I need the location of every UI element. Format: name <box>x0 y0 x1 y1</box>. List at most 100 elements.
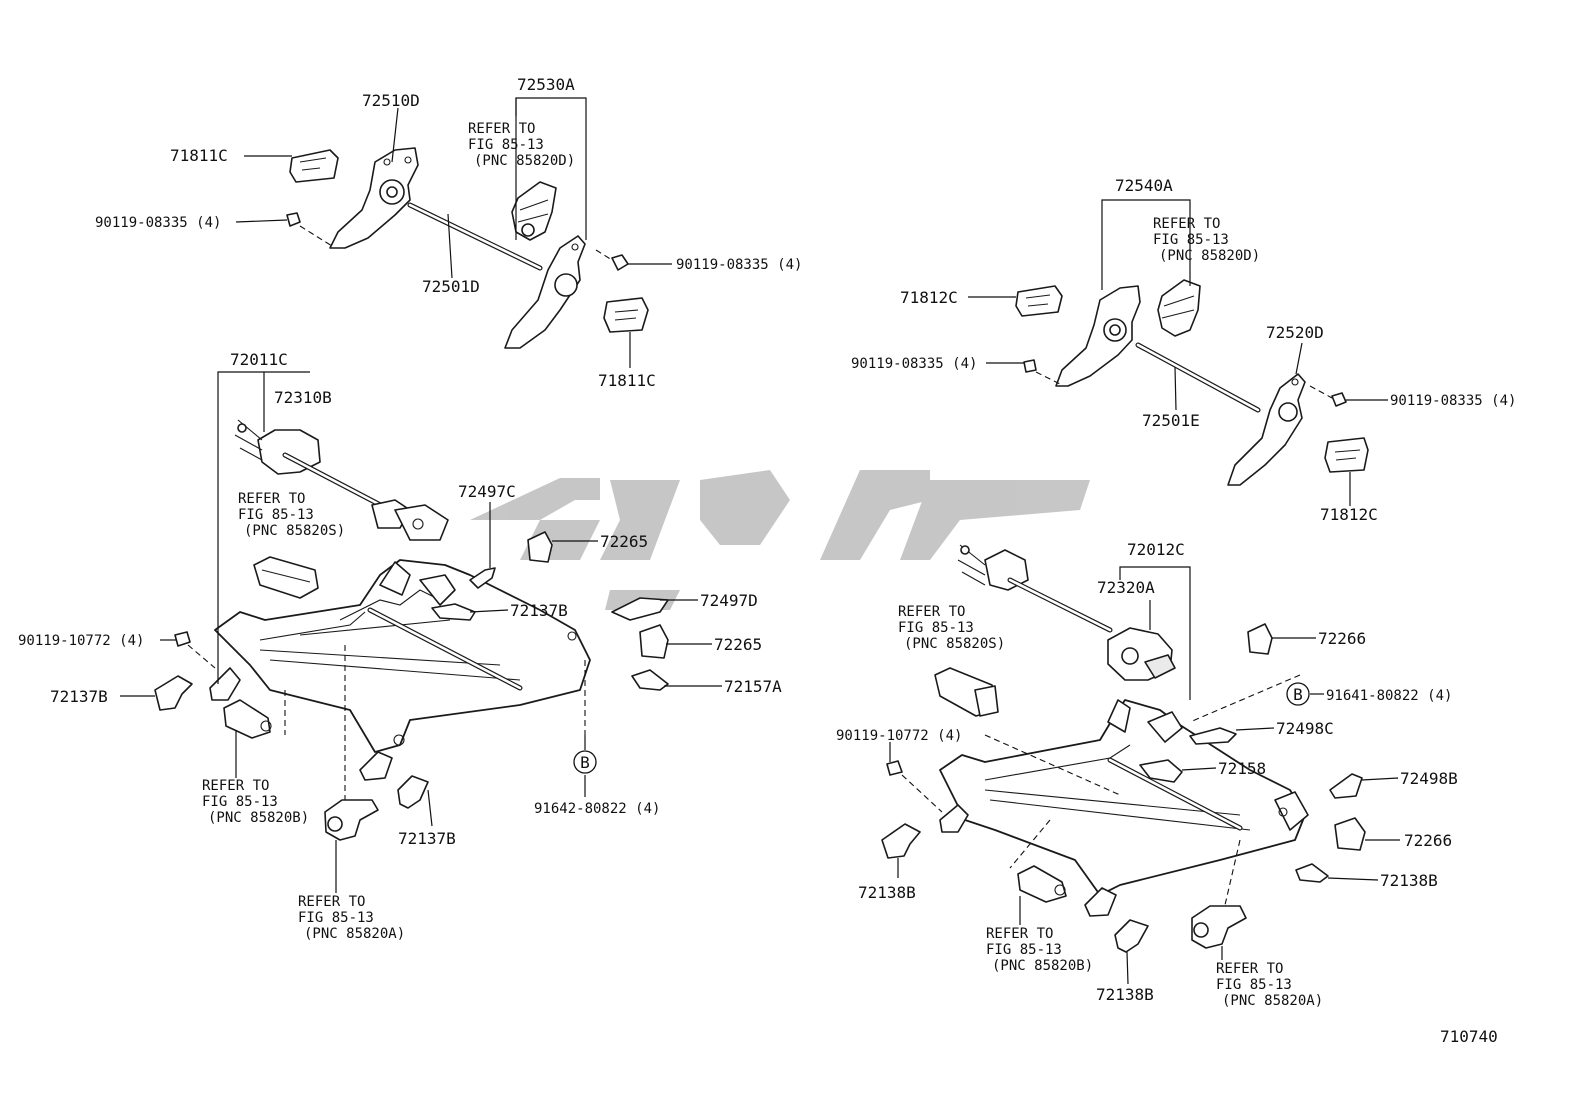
label-90119-08335-b: 90119-08335 (4) <box>676 257 802 273</box>
label-72510d: 72510D <box>362 91 420 110</box>
svg-text:FIG 85-13: FIG 85-13 <box>1216 977 1292 993</box>
bolt-90119-08335-c <box>1023 359 1037 373</box>
motor-85820b-left <box>223 699 271 739</box>
label-90119-08335-d: 90119-08335 (4) <box>1390 393 1516 409</box>
svg-text:FIG 85-13: FIG 85-13 <box>202 794 278 810</box>
label-91642-80822: 91642-80822 (4) <box>534 801 660 817</box>
cover-72138b-left <box>881 823 921 859</box>
clip-72265-lower <box>639 624 669 659</box>
label-71812c-b: 71812C <box>1320 505 1378 524</box>
refer-note-1: REFER TO FIG 85-13 (PNC 85820D) <box>468 121 575 169</box>
label-72158: 72158 <box>1218 759 1266 778</box>
label-72497d: 72497D <box>700 591 758 610</box>
svg-text:REFER TO: REFER TO <box>986 926 1053 942</box>
svg-text:FIG 85-13: FIG 85-13 <box>986 942 1062 958</box>
bolt-90119-10772-a <box>174 631 191 647</box>
clip-72265-upper <box>527 531 553 563</box>
cover-71811c-top <box>289 149 339 183</box>
svg-text:REFER TO: REFER TO <box>202 778 269 794</box>
lever-72497c <box>469 567 496 589</box>
clip-72266-lower <box>1334 817 1366 851</box>
marker-b-right: B <box>1286 682 1310 706</box>
label-71811c-a: 71811C <box>170 146 228 165</box>
motor-85820s <box>253 556 319 599</box>
svg-text:(PNC 85820A): (PNC 85820A) <box>1222 993 1323 1009</box>
svg-text:REFER TO: REFER TO <box>1153 216 1220 232</box>
label-71811c-b: 71811C <box>598 371 656 390</box>
label-72138b-c: 72138B <box>1096 985 1154 1004</box>
refer-note-2: REFER TO FIG 85-13 (PNC 85820S) <box>238 491 345 539</box>
refer-note-4: REFER TO FIG 85-13 (PNC 85820A) <box>298 894 405 942</box>
bracket-72530a <box>504 235 586 349</box>
top-left-recliner-assembly <box>286 147 649 349</box>
label-72530a: 72530A <box>517 75 575 94</box>
marker-b-left-label: B <box>580 753 590 772</box>
label-72265-a: 72265 <box>600 532 648 551</box>
label-90119-10772-a: 90119-10772 (4) <box>18 633 144 649</box>
top-right-recliner-assembly <box>1015 279 1369 486</box>
label-72540a: 72540A <box>1115 176 1173 195</box>
label-72266-a: 72266 <box>1318 629 1366 648</box>
cover-72138b-bottom <box>1114 919 1149 953</box>
refer-note-7: REFER TO FIG 85-13 (PNC 85820B) <box>986 926 1093 974</box>
marker-b-right-label: B <box>1293 685 1303 704</box>
svg-text:REFER TO: REFER TO <box>238 491 305 507</box>
bolt-90119-08335-b <box>611 254 629 271</box>
bracket-72510d <box>329 147 419 249</box>
label-72265-b: 72265 <box>714 635 762 654</box>
bracket-72520d <box>1227 373 1306 486</box>
left-seat-track-assembly <box>154 419 669 841</box>
lever-72138b-right <box>1295 863 1329 883</box>
svg-text:FIG 85-13: FIG 85-13 <box>238 507 314 523</box>
label-72138b-b: 72138B <box>858 883 916 902</box>
clip-72266-upper <box>1247 623 1273 655</box>
svg-text:(PNC 85820D): (PNC 85820D) <box>1159 248 1260 264</box>
label-72498c: 72498C <box>1276 719 1334 738</box>
svg-text:(PNC 85820A): (PNC 85820A) <box>304 926 405 942</box>
label-72501d: 72501D <box>422 277 480 296</box>
bracket-72540a <box>1055 285 1141 387</box>
svg-text:REFER TO: REFER TO <box>468 121 535 137</box>
label-72137b-c: 72137B <box>398 829 456 848</box>
label-72157a: 72157A <box>724 677 782 696</box>
refer-note-3: REFER TO FIG 85-13 (PNC 85820B) <box>202 778 309 826</box>
lever-72158 <box>1139 759 1183 783</box>
lever-72137b-mid <box>431 603 476 621</box>
label-90119-10772-b: 90119-10772 (4) <box>836 728 962 744</box>
lever-72498c <box>1189 727 1237 745</box>
watermark-logo <box>470 470 1090 610</box>
lever-72497d <box>611 597 669 621</box>
label-72011c: 72011C <box>230 350 288 369</box>
label-91641-80822: 91641-80822 (4) <box>1326 688 1452 704</box>
right-seat-track-assembly <box>881 544 1366 953</box>
cover-71812c-lower <box>1324 437 1369 473</box>
svg-text:FIG 85-13: FIG 85-13 <box>898 620 974 636</box>
recliner-motor-right <box>1157 279 1201 337</box>
svg-text:REFER TO: REFER TO <box>298 894 365 910</box>
refer-note-8: REFER TO FIG 85-13 (PNC 85820A) <box>1216 961 1323 1009</box>
label-72012c: 72012C <box>1127 540 1185 559</box>
refer-note-5: REFER TO FIG 85-13 (PNC 85820D) <box>1153 216 1260 264</box>
svg-text:FIG 85-13: FIG 85-13 <box>298 910 374 926</box>
svg-text:(PNC 85820S): (PNC 85820S) <box>244 523 345 539</box>
cover-72137b-left <box>154 675 193 711</box>
label-72497c: 72497C <box>458 482 516 501</box>
label-72137b-b: 72137B <box>50 687 108 706</box>
seat-frame-left <box>214 559 591 753</box>
marker-b-left: B <box>573 750 597 774</box>
svg-text:(PNC 85820D): (PNC 85820D) <box>474 153 575 169</box>
svg-text:FIG 85-13: FIG 85-13 <box>468 137 544 153</box>
label-72520d: 72520D <box>1266 323 1324 342</box>
label-72138b-a: 72138B <box>1380 871 1438 890</box>
cover-72137b-bottom <box>397 775 429 809</box>
lever-72157a <box>631 669 669 691</box>
svg-text:REFER TO: REFER TO <box>898 604 965 620</box>
bolt-90119-08335-d <box>1331 392 1347 407</box>
clip-72498b <box>1329 773 1363 799</box>
part-labels: 72530A 72510D 71811C 90119-08335 (4) 901… <box>18 75 1516 1046</box>
svg-text:REFER TO: REFER TO <box>1216 961 1283 977</box>
refer-notes: REFER TO FIG 85-13 (PNC 85820D) REFER TO… <box>202 121 1323 1009</box>
label-90119-08335-c: 90119-08335 (4) <box>851 356 977 372</box>
bolt-90119-08335-a <box>286 212 301 227</box>
